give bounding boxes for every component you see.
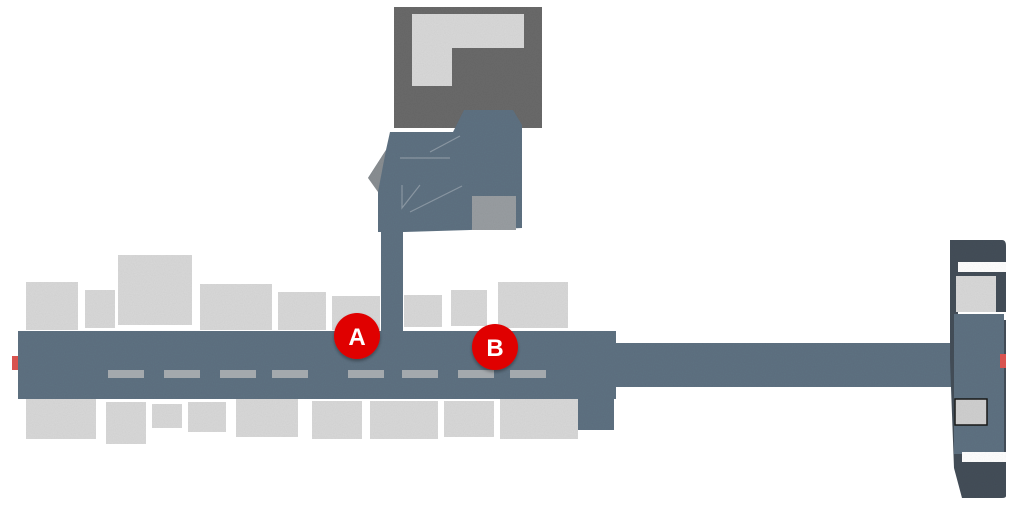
east-corridor	[614, 343, 954, 387]
building	[236, 399, 298, 437]
building	[200, 284, 272, 330]
building	[152, 404, 182, 428]
marker-b-pin[interactable]	[472, 324, 518, 370]
marker-a[interactable]: A	[334, 313, 380, 359]
marker-b[interactable]: B	[472, 324, 518, 370]
road-dash	[402, 370, 438, 378]
marker-a-pin[interactable]	[334, 313, 380, 359]
main-street-road	[18, 331, 616, 399]
road-dash	[220, 370, 256, 378]
east-exit-door	[1000, 354, 1006, 368]
north-building-annex	[412, 14, 524, 86]
road-dash	[510, 370, 546, 378]
road-dash	[164, 370, 200, 378]
north-hall-ramp	[368, 150, 386, 192]
east-building-gap	[962, 452, 1006, 462]
building	[498, 282, 568, 328]
building	[26, 282, 78, 330]
building	[451, 290, 487, 326]
main-street-south-extension	[578, 396, 614, 430]
marker-a-label: A	[348, 324, 365, 351]
road-dash	[108, 370, 144, 378]
building	[444, 401, 494, 437]
building	[404, 295, 442, 327]
road-dash	[272, 370, 308, 378]
north-hall	[368, 110, 522, 232]
north-building	[394, 7, 542, 128]
east-building	[950, 240, 1006, 498]
road-dash	[348, 370, 384, 378]
road-centerline	[108, 370, 546, 378]
east-building-interior	[954, 314, 1004, 454]
building	[26, 399, 96, 439]
building	[118, 255, 192, 325]
building	[85, 290, 115, 328]
west-exit-door	[12, 356, 18, 370]
building	[500, 399, 578, 439]
north-hall-floor-markings	[400, 135, 463, 213]
north-hall-stair	[472, 196, 516, 230]
building	[312, 401, 362, 439]
building	[370, 401, 438, 439]
building	[188, 402, 226, 432]
north-row-buildings	[26, 255, 568, 330]
east-building-room	[956, 276, 996, 312]
east-building-floor	[958, 262, 1006, 272]
north-corridor	[381, 228, 403, 334]
south-row-buildings	[26, 399, 578, 444]
road-dash	[458, 370, 494, 378]
marker-b-label: B	[486, 335, 503, 362]
building	[278, 292, 326, 330]
main-street	[18, 331, 954, 430]
east-building-inner-room	[954, 398, 988, 426]
building	[106, 402, 146, 444]
